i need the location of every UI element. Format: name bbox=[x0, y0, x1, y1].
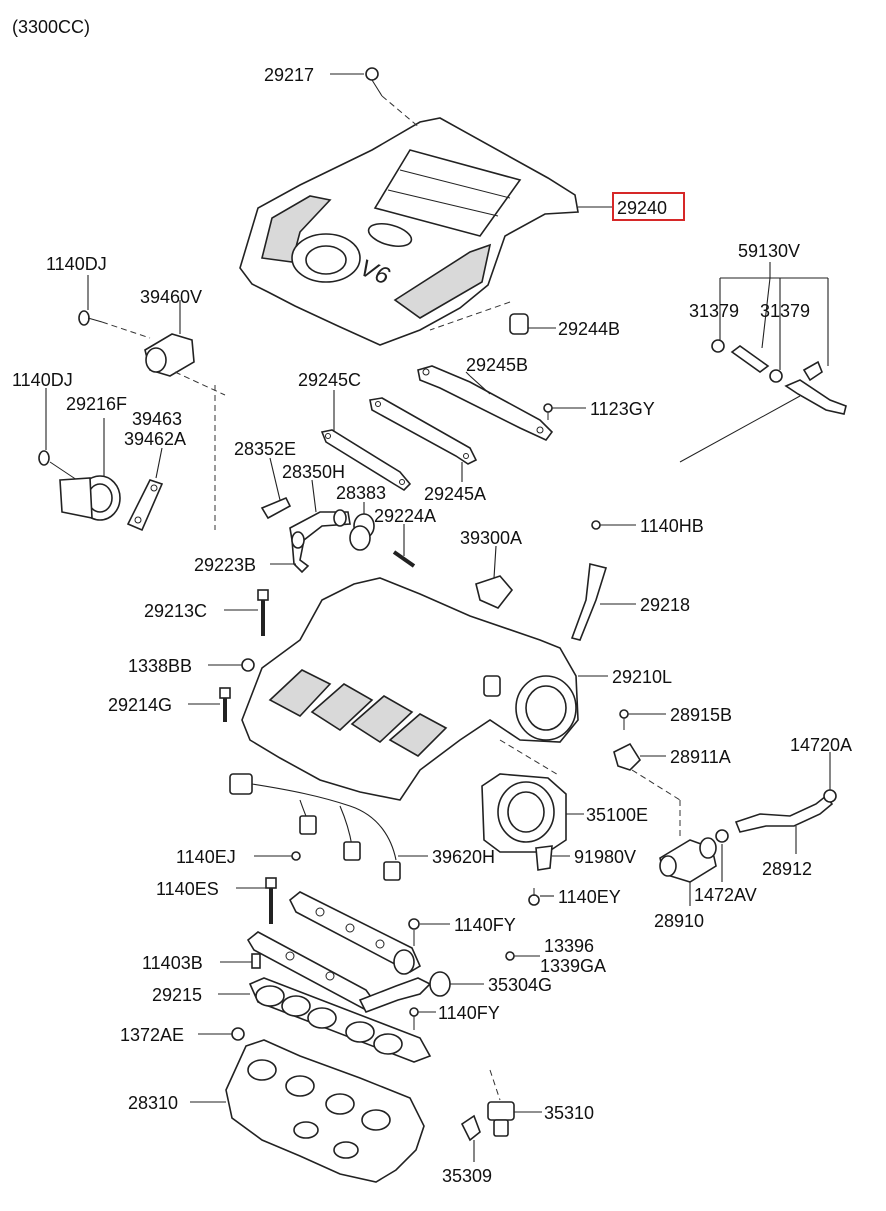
label-1339GA: 1339GA bbox=[540, 956, 606, 976]
label-39463: 39463 bbox=[132, 409, 182, 429]
stud-29224A bbox=[392, 524, 416, 568]
hose-28912 bbox=[734, 752, 837, 854]
label-29216F: 29216F bbox=[66, 394, 127, 414]
label-29215: 29215 bbox=[152, 985, 202, 1005]
label-29240: 29240 bbox=[617, 198, 667, 218]
label-1140DJ-lower: 1140DJ bbox=[12, 370, 73, 390]
harness-39620H bbox=[229, 773, 428, 881]
gasket-39462A bbox=[126, 447, 164, 532]
fuel-rail-upper bbox=[288, 891, 422, 973]
label-35304G: 35304G bbox=[488, 975, 552, 995]
bolt-29217 bbox=[330, 67, 421, 129]
label-1140HB: 1140HB bbox=[640, 516, 704, 536]
label-39620H: 39620H bbox=[432, 847, 495, 867]
hose-set-59130V bbox=[679, 262, 847, 463]
bracket-29218 bbox=[570, 563, 636, 641]
lower-intake-manifold-28310 bbox=[190, 1039, 425, 1183]
bracket-28911A bbox=[613, 742, 681, 840]
hose-28350H bbox=[289, 479, 351, 574]
label-28910: 28910 bbox=[654, 911, 704, 931]
bolt-29214G bbox=[188, 687, 231, 722]
bolt-1140FY-upper bbox=[408, 918, 450, 946]
label-59130V: 59130V bbox=[738, 241, 800, 261]
label-39460V: 39460V bbox=[140, 287, 202, 307]
label-29223B: 29223B bbox=[194, 555, 256, 575]
label-29218: 29218 bbox=[640, 595, 690, 615]
label-29245B: 29245B bbox=[466, 355, 528, 375]
label-29245C: 29245C bbox=[298, 370, 361, 390]
clip-35309 bbox=[460, 1114, 481, 1162]
bolt-1140EY bbox=[528, 888, 554, 906]
bolt-28915B bbox=[619, 709, 666, 730]
label-91980V: 91980V bbox=[574, 847, 636, 867]
label-14720A: 14720A bbox=[790, 735, 852, 755]
bolt-1140ES bbox=[236, 877, 277, 924]
bolt-29213C bbox=[224, 589, 269, 636]
bolt-1140FY-lower bbox=[409, 1007, 436, 1030]
bolt-1140HB bbox=[591, 520, 636, 530]
label-39462A: 39462A bbox=[124, 429, 186, 449]
connector-91980V bbox=[535, 845, 570, 871]
solenoid-valve-39460V bbox=[144, 300, 226, 530]
bracket-29245A bbox=[369, 397, 478, 482]
label-31379-right: 31379 bbox=[760, 301, 810, 321]
grommet-29244B bbox=[429, 301, 556, 335]
engine-cover: V6 bbox=[239, 117, 579, 346]
label-28383: 28383 bbox=[336, 483, 386, 503]
stud-1372AE bbox=[198, 1027, 245, 1041]
fuel-hose-35304G bbox=[358, 949, 484, 1014]
label-28350H: 28350H bbox=[282, 462, 345, 482]
label-28352E: 28352E bbox=[234, 439, 296, 459]
sensor-39300A bbox=[475, 545, 514, 609]
label-35100E: 35100E bbox=[586, 805, 648, 825]
label-35310: 35310 bbox=[544, 1103, 594, 1123]
hose-28352E bbox=[260, 457, 292, 520]
gasket-29215 bbox=[218, 977, 432, 1063]
actuator-29216F bbox=[38, 388, 121, 521]
label-1140ES: 1140ES bbox=[156, 879, 219, 899]
label-1140FY-upper: 1140FY bbox=[454, 915, 516, 935]
valve-28910 bbox=[659, 829, 729, 906]
bolt-1123GY bbox=[543, 403, 586, 420]
label-39300A: 39300A bbox=[460, 528, 522, 548]
label-29210L: 29210L bbox=[612, 667, 672, 687]
label-28915B: 28915B bbox=[670, 705, 732, 725]
label-28911A: 28911A bbox=[670, 747, 731, 767]
bolt-1140DJ-upper bbox=[78, 275, 151, 339]
label-28310: 28310 bbox=[128, 1093, 178, 1113]
label-1140DJ-upper: 1140DJ bbox=[46, 254, 107, 274]
label-28912: 28912 bbox=[762, 859, 812, 879]
injector-35310 bbox=[487, 1069, 542, 1137]
label-29214G: 29214G bbox=[108, 695, 172, 715]
throttle-body-35100E bbox=[481, 739, 584, 853]
label-11403B: 11403B bbox=[142, 953, 203, 973]
label-1140EJ: 1140EJ bbox=[176, 847, 236, 867]
label-29244B: 29244B bbox=[558, 319, 620, 339]
highlight-box-29240 bbox=[612, 192, 685, 221]
intake-manifold-29210L bbox=[241, 577, 608, 801]
label-1472AV: 1472AV bbox=[694, 885, 757, 905]
nut-1338BB bbox=[208, 658, 255, 672]
label-1123GY: 1123GY bbox=[590, 399, 655, 419]
label-29213C: 29213C bbox=[144, 601, 207, 621]
label-1140FY-lower: 1140FY bbox=[438, 1003, 500, 1023]
cap-28383 bbox=[349, 502, 375, 551]
label-1140EY: 1140EY bbox=[558, 887, 621, 907]
bolt-1140EJ bbox=[254, 851, 301, 861]
label-1338BB: 1338BB bbox=[128, 656, 192, 676]
label-35309: 35309 bbox=[442, 1166, 492, 1186]
bracket-29245C bbox=[320, 390, 412, 492]
label-1372AE: 1372AE bbox=[120, 1025, 184, 1045]
label-29217: 29217 bbox=[264, 65, 314, 85]
bracket-29245B bbox=[417, 365, 554, 441]
label-13396: 13396 bbox=[544, 936, 594, 956]
label-29245A: 29245A bbox=[424, 484, 486, 504]
engine-size-label: (3300CC) bbox=[12, 17, 90, 37]
label-31379-left: 31379 bbox=[689, 301, 739, 321]
nut-13396 bbox=[505, 951, 540, 961]
label-29224A: 29224A bbox=[374, 506, 436, 526]
